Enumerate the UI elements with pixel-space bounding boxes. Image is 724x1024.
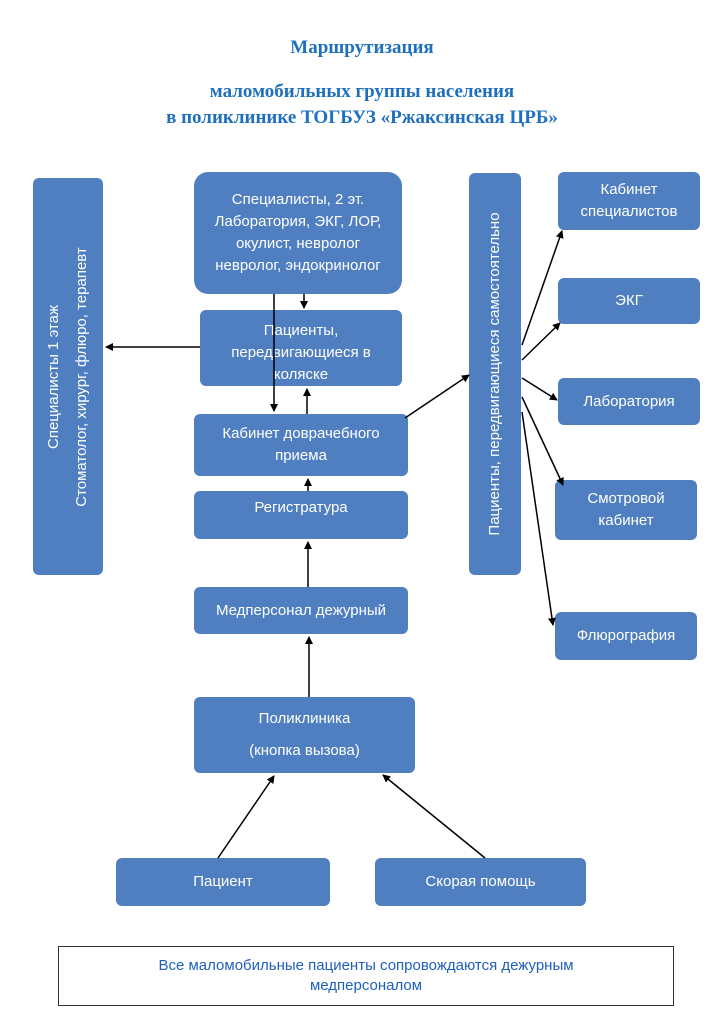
footer-note-box: Все маломобильные пациенты сопровождаютс… xyxy=(58,946,674,1006)
specialists-office-line2: специалистов xyxy=(580,203,678,220)
laboratory-box: Лаборатория xyxy=(558,378,700,425)
wheelchair-patients-line2: передвигающиеся в xyxy=(231,344,371,361)
patient-box: Пациент xyxy=(116,858,330,906)
duty-medstaff-box: Медперсонал дежурный xyxy=(194,587,408,634)
arrow-to-fluorography xyxy=(521,411,556,626)
arrow-predoctor-to-independent xyxy=(404,374,470,419)
pre-doctor-office-line1: Кабинет доврачебного xyxy=(222,425,380,442)
ambulance-box: Скорая помощь xyxy=(375,858,586,906)
arrow-ambulance-to-polyclinic xyxy=(382,774,486,859)
arrow-patient-to-polyclinic xyxy=(217,775,275,859)
polyclinic-line2: (кнопка вызова) xyxy=(249,742,360,759)
exam-room-box: Смотровой кабинет xyxy=(555,480,697,540)
exam-room-line2: кабинет xyxy=(598,512,654,529)
registry-box: Регистратура xyxy=(194,491,408,539)
arrow-to-exam-room xyxy=(521,396,564,486)
page-subtitle-line1: маломобильных группы населения xyxy=(209,81,515,102)
wheelchair-patients-line1: Пациенты, xyxy=(263,322,339,339)
footer-note-line1: Все маломобильные пациенты сопровождаютс… xyxy=(158,957,574,974)
pre-doctor-office-line2: приема xyxy=(275,447,327,464)
first-floor-specialists-box: Специалисты 1 этаж Стоматолог, хирург, ф… xyxy=(33,178,103,575)
second-floor-specialists-line2: Лаборатория, ЭКГ, ЛОР, xyxy=(214,213,382,230)
exam-room-line1: Смотровой xyxy=(587,490,665,507)
footer-note-line2: медперсоналом xyxy=(309,977,423,994)
specialists-office-box: Кабинет специалистов xyxy=(558,172,700,230)
polyclinic-line1: Поликлиника xyxy=(258,710,351,727)
wheelchair-patients-line3: коляске xyxy=(273,366,329,383)
second-floor-specialists-line1: Специалисты, 2 эт. xyxy=(231,191,365,208)
polyclinic-box: Поликлиника (кнопка вызова) xyxy=(194,697,415,773)
second-floor-specialists-line4: невролог, эндокринолог xyxy=(215,257,381,274)
second-floor-specialists-line3: окулист, невролог xyxy=(235,235,361,252)
page-subtitle-line2: в поликлинике ТОГБУЗ «Ржаксинская ЦРБ» xyxy=(166,107,558,128)
ekg-box: ЭКГ xyxy=(558,278,700,324)
independent-patients-box: Пациенты, передвигающиеся самостоятельно xyxy=(469,173,521,575)
fluorography-box: Флюрография xyxy=(555,612,697,660)
specialists-office-line1: Кабинет xyxy=(600,181,658,198)
page-title: Маршрутизация xyxy=(290,37,434,58)
wheelchair-patients-box: Пациенты, передвигающиеся в коляске xyxy=(200,310,402,386)
arrow-to-ekg xyxy=(521,322,561,361)
second-floor-specialists-box: Специалисты, 2 эт. Лаборатория, ЭКГ, ЛОР… xyxy=(194,172,402,294)
arrow-to-laboratory xyxy=(521,377,558,401)
pre-doctor-office-box: Кабинет доврачебного приема xyxy=(194,414,408,476)
arrow-to-specialists-office xyxy=(521,230,564,346)
